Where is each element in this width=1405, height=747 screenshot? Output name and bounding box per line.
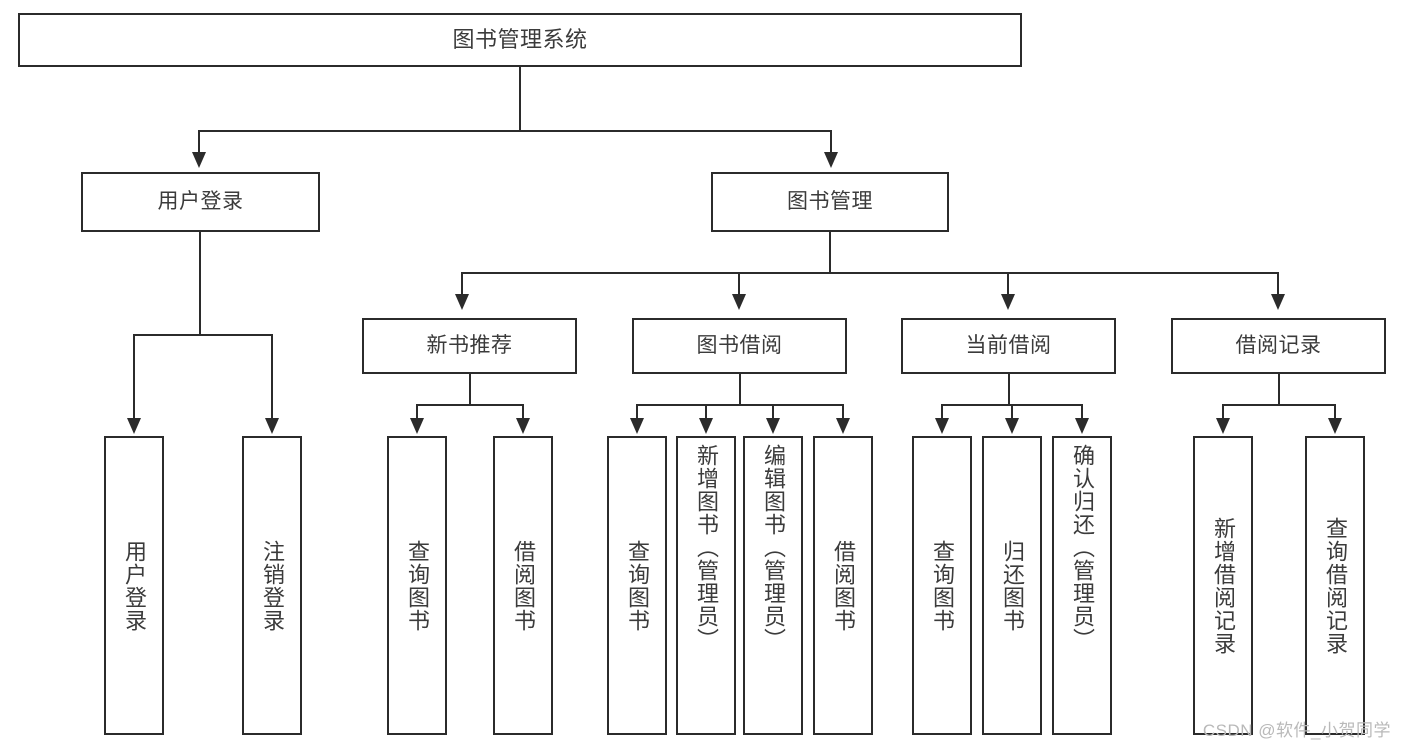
connector-root-stem <box>519 67 521 131</box>
arrowhead-leaf-borrow-books-1 <box>516 418 530 434</box>
connector-book-manage-stem <box>829 232 831 274</box>
connector-drop-borrow-record <box>1277 272 1279 296</box>
connector-book-borrow-leaf3 <box>772 404 774 420</box>
arrowhead-book-borrow <box>732 294 746 310</box>
node-label: 查询图书 <box>404 539 430 632</box>
leaf-add-book-admin[interactable]: 新增图书（管理员） <box>676 436 736 735</box>
connector-user-login-leaf1 <box>133 334 135 420</box>
node-root-system[interactable]: 图书管理系统 <box>18 13 1022 67</box>
connector-borrow-record-leaf2 <box>1334 404 1336 420</box>
leaf-query-borrow-record[interactable]: 查询借阅记录 <box>1305 436 1365 735</box>
connector-new-books-bus <box>416 404 524 406</box>
node-label: 用户登录 <box>121 539 147 632</box>
connector-new-books-leaf2 <box>522 404 524 420</box>
node-label: 新书推荐 <box>426 333 513 357</box>
arrowhead-leaf-user-login <box>127 418 141 434</box>
node-label: 新增借阅记录 <box>1210 516 1236 655</box>
connector-current-borrow-leaf2 <box>1011 404 1013 420</box>
connector-book-borrow-leaf4 <box>842 404 844 420</box>
connector-user-login-stem <box>199 232 201 336</box>
arrowhead-leaf-borrow-books-2 <box>836 418 850 434</box>
connector-new-books-stem <box>469 374 471 406</box>
connector-drop-book-borrow <box>738 272 740 296</box>
arrowhead-leaf-edit-book <box>766 418 780 434</box>
arrowhead-new-books <box>455 294 469 310</box>
connector-current-borrow-leaf3 <box>1081 404 1083 420</box>
node-label: 注销登录 <box>259 539 285 632</box>
connector-drop-book-manage <box>830 130 832 154</box>
node-label: 归还图书 <box>999 539 1025 632</box>
connector-user-login-bus <box>133 334 273 336</box>
node-label: 确认归还（管理员） <box>1069 444 1095 651</box>
arrowhead-leaf-query-books-1 <box>410 418 424 434</box>
node-current-borrow[interactable]: 当前借阅 <box>901 318 1116 374</box>
arrowhead-leaf-query-books-3 <box>935 418 949 434</box>
leaf-add-borrow-record[interactable]: 新增借阅记录 <box>1193 436 1253 735</box>
arrowhead-leaf-add-book <box>699 418 713 434</box>
connector-user-login-leaf2 <box>271 334 273 420</box>
arrowhead-leaf-query-record <box>1328 418 1342 434</box>
connector-borrow-record-leaf1 <box>1222 404 1224 420</box>
node-new-book-recommend[interactable]: 新书推荐 <box>362 318 577 374</box>
node-book-management[interactable]: 图书管理 <box>711 172 949 232</box>
connector-drop-new-books <box>461 272 463 296</box>
arrowhead-leaf-logout <box>265 418 279 434</box>
connector-current-borrow-stem <box>1008 374 1010 406</box>
node-label: 编辑图书（管理员） <box>760 444 786 651</box>
leaf-confirm-return-admin[interactable]: 确认归还（管理员） <box>1052 436 1112 735</box>
node-user-login[interactable]: 用户登录 <box>81 172 320 232</box>
node-label: 借阅图书 <box>510 539 536 632</box>
node-label: 查询图书 <box>624 539 650 632</box>
leaf-query-books-recommend[interactable]: 查询图书 <box>387 436 447 735</box>
arrowhead-leaf-confirm-return <box>1075 418 1089 434</box>
connector-book-borrow-bus <box>636 404 844 406</box>
node-book-borrow[interactable]: 图书借阅 <box>632 318 847 374</box>
node-label: 新增图书（管理员） <box>693 444 719 651</box>
connector-new-books-leaf1 <box>416 404 418 420</box>
arrowhead-current-borrow <box>1001 294 1015 310</box>
node-label: 用户登录 <box>157 189 244 213</box>
arrowhead-leaf-return-book <box>1005 418 1019 434</box>
leaf-borrow-books[interactable]: 借阅图书 <box>813 436 873 735</box>
node-label: 借阅图书 <box>830 539 856 632</box>
connector-level2-bus <box>198 130 832 132</box>
leaf-query-books-borrow[interactable]: 查询图书 <box>607 436 667 735</box>
connector-book-borrow-leaf2 <box>705 404 707 420</box>
arrowhead-book-manage <box>824 152 838 168</box>
node-label: 图书借阅 <box>696 333 783 357</box>
node-label: 查询图书 <box>929 539 955 632</box>
leaf-return-book[interactable]: 归还图书 <box>982 436 1042 735</box>
leaf-edit-book-admin[interactable]: 编辑图书（管理员） <box>743 436 803 735</box>
leaf-user-login[interactable]: 用户登录 <box>104 436 164 735</box>
connector-current-borrow-leaf1 <box>941 404 943 420</box>
connector-drop-current-borrow <box>1007 272 1009 296</box>
connector-level3-bus <box>461 272 1279 274</box>
node-label: 当前借阅 <box>965 333 1052 357</box>
node-borrow-record[interactable]: 借阅记录 <box>1171 318 1386 374</box>
leaf-borrow-books-recommend[interactable]: 借阅图书 <box>493 436 553 735</box>
arrowhead-leaf-add-record <box>1216 418 1230 434</box>
node-label: 图书管理系统 <box>452 27 588 53</box>
connector-borrow-record-stem <box>1278 374 1280 406</box>
arrowhead-borrow-record <box>1271 294 1285 310</box>
leaf-logout[interactable]: 注销登录 <box>242 436 302 735</box>
leaf-query-books-current[interactable]: 查询图书 <box>912 436 972 735</box>
arrowhead-user-login <box>192 152 206 168</box>
node-label: 借阅记录 <box>1235 333 1322 357</box>
connector-book-borrow-leaf1 <box>636 404 638 420</box>
arrowhead-leaf-query-books-2 <box>630 418 644 434</box>
connector-borrow-record-bus <box>1222 404 1336 406</box>
node-label: 图书管理 <box>787 189 873 213</box>
node-label: 查询借阅记录 <box>1322 516 1348 655</box>
connector-drop-user-login <box>198 130 200 154</box>
connector-book-borrow-stem <box>739 374 741 406</box>
